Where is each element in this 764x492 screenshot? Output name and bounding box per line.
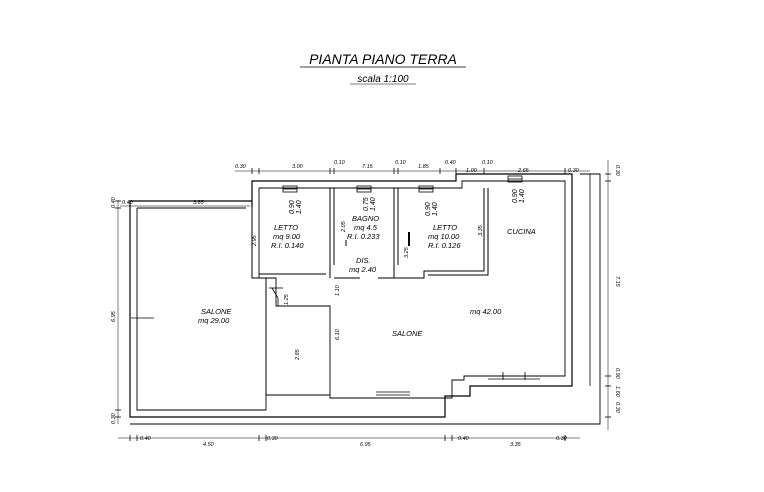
room-salone-left-area: mq 29.00 xyxy=(198,316,230,325)
dimension-texts: 0.30 3.00 0.10 7.15 0.10 1.85 0.40 0.10 … xyxy=(111,160,620,448)
dim-top-3: 0.10 xyxy=(334,160,346,166)
dim-top-4: 7.15 xyxy=(362,164,374,170)
window-3-height: 1.40 xyxy=(432,202,439,216)
room-letto-1-area: mq 9.00 xyxy=(273,232,301,241)
window-symbols xyxy=(131,175,540,396)
dim-top-1: 0.30 xyxy=(235,164,247,170)
window-4-height: 1.40 xyxy=(519,189,526,203)
plan-title: PIANTA PIANO TERRA xyxy=(309,51,457,67)
dim-inner-2: 2.05 xyxy=(341,220,347,233)
dim-inner-5: 1.25 xyxy=(284,293,290,305)
dim-upper-left-1: 0.40 xyxy=(122,200,134,206)
dim-left-3: 0.30 xyxy=(111,412,117,424)
window-2-width: 0.75 xyxy=(363,197,370,211)
outer-walls xyxy=(129,173,601,425)
dim-bottom-5: 0.40 xyxy=(458,436,470,442)
room-cucina-name: CUCINA xyxy=(507,227,536,236)
dim-right-4: 1.60 xyxy=(614,386,620,398)
dim-inner-3: 3.25 xyxy=(404,246,410,258)
room-dis-area: mq 2.40 xyxy=(349,265,377,274)
window-1-height: 1.40 xyxy=(296,200,303,214)
dim-bottom-6: 3.35 xyxy=(510,442,522,448)
room-bagno-ri: R.I. 0.233 xyxy=(347,232,380,241)
room-salone-left-name: SALONE xyxy=(201,307,232,316)
dim-inner-1: 2.95 xyxy=(252,234,258,247)
dim-right-3: 0.90 xyxy=(614,368,620,380)
room-letto-1-name: LETTO xyxy=(274,223,298,232)
window-3-width: 0.90 xyxy=(425,202,432,216)
window-1-width: 0.90 xyxy=(289,200,296,214)
room-dis-name: DIS. xyxy=(356,256,371,265)
dim-top-6: 1.85 xyxy=(418,164,430,170)
dim-bottom-4: 6.95 xyxy=(360,442,372,448)
room-labels: LETTO mq 9.00 R.I. 0.140 BAGNO mq 4.5 R.… xyxy=(198,214,536,338)
room-salone-center-name: SALONE xyxy=(392,329,423,338)
dim-top-8: 0.10 xyxy=(482,160,494,166)
dim-top-9: 1.00 xyxy=(466,168,478,174)
dim-top-7: 0.40 xyxy=(445,160,457,166)
dim-bottom-7: 0.30 xyxy=(556,436,568,442)
room-salone-area: mq 42.00 xyxy=(470,307,502,316)
room-letto-2-ri: R.I. 0.126 xyxy=(428,241,461,250)
dimension-lines xyxy=(115,160,611,441)
dim-upper-left-2: 3.85 xyxy=(193,200,205,206)
window-labels: 0.90 1.40 0.75 1.40 0.90 1.40 0.90 1.40 xyxy=(289,189,526,216)
dim-inner-6: 2.85 xyxy=(295,348,301,361)
room-letto-2-name: LETTO xyxy=(433,223,457,232)
plan-scale: scala 1:100 xyxy=(357,74,409,85)
room-letto-1-ri: R.I. 0.140 xyxy=(271,241,304,250)
dim-top-10: 2.65 xyxy=(517,168,530,174)
dim-top-5: 0.10 xyxy=(395,160,407,166)
room-bagno-name: BAGNO xyxy=(352,214,379,223)
dim-bottom-2: 4.50 xyxy=(203,442,215,448)
dim-bottom-3: 0.30 xyxy=(267,436,279,442)
dim-top-11: 0.30 xyxy=(568,168,580,174)
dim-inner-7: 6.10 xyxy=(335,328,341,340)
dim-top-2: 3.00 xyxy=(292,164,304,170)
dim-inner-8: 1.10 xyxy=(335,284,341,296)
dim-bottom-1: 0.40 xyxy=(140,436,152,442)
dim-left-2: 6.95 xyxy=(111,310,117,322)
room-letto-2-area: mq 10.00 xyxy=(428,232,460,241)
dim-right-1: 0.30 xyxy=(614,165,620,177)
dim-inner-4: 3.35 xyxy=(478,224,484,236)
window-2-height: 1.40 xyxy=(370,197,377,211)
dim-right-5: 0.30 xyxy=(614,402,620,414)
dim-right-2: 7.15 xyxy=(614,276,620,288)
interior-walls xyxy=(251,188,489,396)
dim-left-1: 0.40 xyxy=(111,196,117,208)
window-4-width: 0.90 xyxy=(512,189,519,203)
room-bagno-area: mq 4.5 xyxy=(354,223,378,232)
